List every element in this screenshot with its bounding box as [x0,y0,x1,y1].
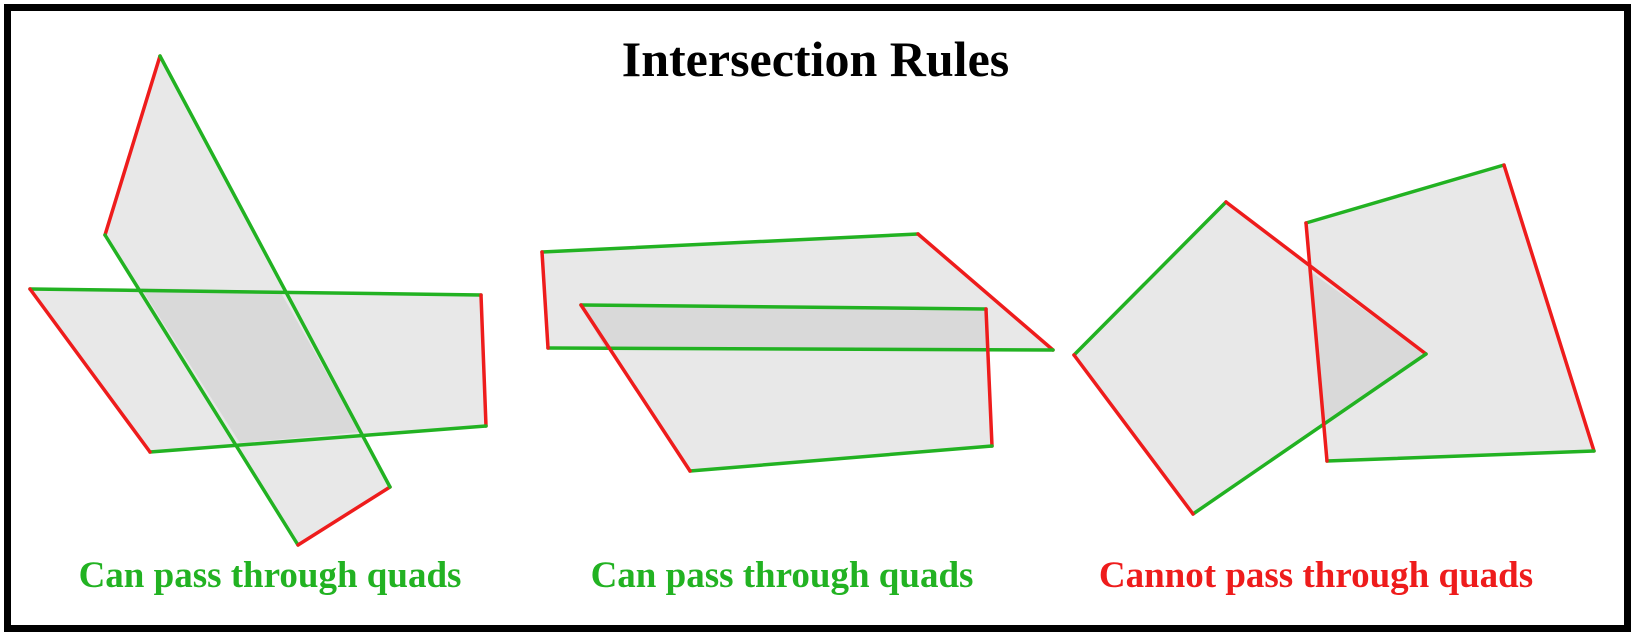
panel-2-green-edge [579,303,988,311]
panel-3-red-edge [1224,200,1428,356]
panel-2-caption: Can pass through quads [590,555,974,596]
panel-1-red-edge [479,293,488,428]
panel-2-green-edge [688,444,994,473]
panel-3-green-edge [1072,200,1228,357]
panel-3-overlap-region [1308,270,1426,425]
panel-1-green-edge [148,424,488,454]
panel-2-overlap-region [581,305,987,350]
panel-2-red-edge [540,250,550,350]
panel-1-quads [28,54,488,547]
panel-3-green-edge [1325,449,1596,463]
panel-1-red-edge [28,287,152,454]
panel-3-red-edge [1502,163,1596,453]
panel-3-green-edge [1304,163,1506,225]
panel-2-green-edge [546,346,1055,352]
panel-1-green-edge [103,233,300,547]
panel-1-green-edge [28,287,483,297]
diagram-title: Intersection Rules [621,31,1010,87]
panel-1-overlap-region [141,288,360,443]
panel-1-caption: Can pass through quads [78,555,462,596]
panel-2-green-edge [540,232,920,254]
panel-2-red-edge [916,232,1055,352]
panel-2-quads [540,232,1055,473]
panel-3-green-edge [1191,352,1428,516]
panel-2-red-edge [579,303,692,473]
panel-3-caption: Cannot pass through quads [1098,555,1534,596]
panel-3-red-edge [1072,353,1195,516]
panel-3-red-edge [1304,221,1329,463]
panel-1-green-edge [158,54,392,489]
panel-3-diamond-quad [1074,202,1426,514]
panel-1-red-edge [103,54,162,237]
panel-2-red-edge [984,307,994,448]
panel-3-quads [1072,163,1596,516]
panel-1-red-edge [296,485,392,547]
